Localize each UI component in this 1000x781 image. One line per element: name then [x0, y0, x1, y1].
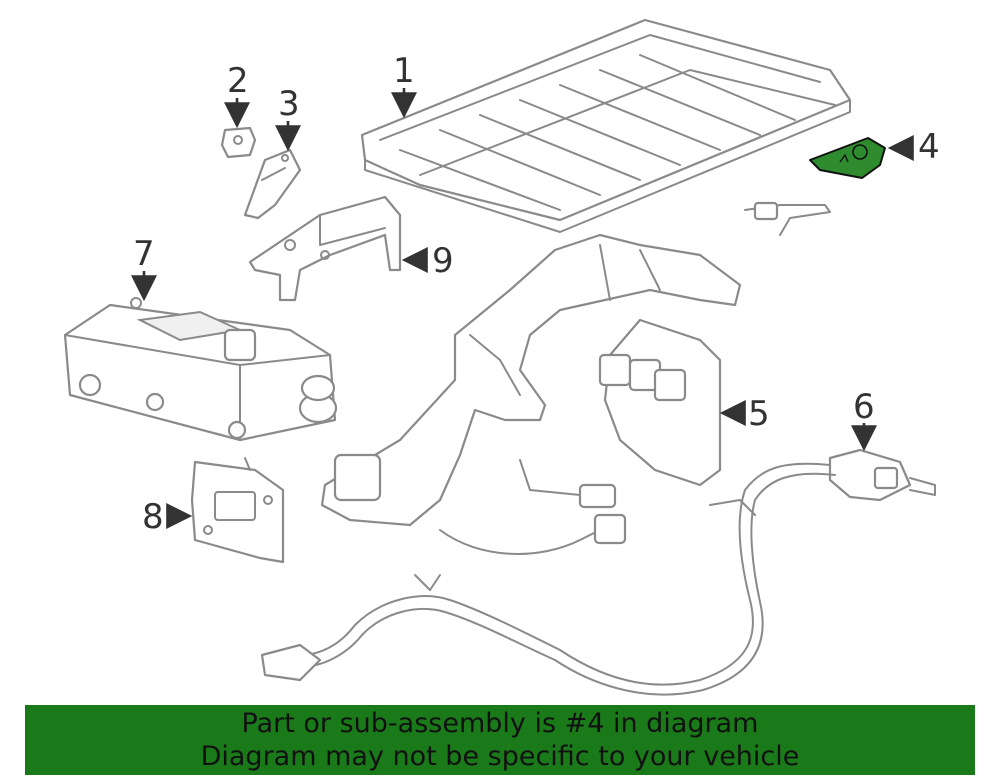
part-6-cable[interactable] [260, 448, 936, 696]
callout-7: 7 [131, 234, 157, 302]
banner-line-2: Diagram may not be specific to your vehi… [200, 741, 800, 772]
part-1-battery-tray[interactable] [360, 18, 852, 233]
callout-6: 6 [851, 387, 877, 452]
part-9-bracket[interactable] [248, 195, 402, 302]
callout-number: 7 [133, 234, 155, 274]
part-7-inverter-module[interactable] [63, 297, 338, 442]
part-8-bracket-plate[interactable] [190, 457, 285, 564]
callout-number: 4 [918, 127, 940, 167]
callout-4: 4 [887, 127, 940, 167]
part-4-highlighted[interactable] [809, 137, 886, 179]
callout-number: 9 [432, 241, 454, 281]
callout-9: 9 [401, 241, 454, 281]
callout-number: 6 [853, 387, 875, 427]
callout-3: 3 [275, 84, 301, 152]
callout-number: 3 [278, 84, 300, 124]
parts-diagram: 1 2 3 4 5 6 7 8 9 [63, 18, 940, 696]
callout-number: 2 [227, 61, 249, 101]
callout-number: 5 [748, 394, 770, 434]
callout-number: 1 [393, 51, 415, 91]
info-banner: Part or sub-assembly is #4 in diagram Di… [25, 705, 975, 775]
part-2-bracket[interactable] [220, 126, 257, 159]
part-5-wiring-harness[interactable] [320, 201, 831, 555]
part-3-bracket[interactable] [243, 148, 302, 220]
callout-5: 5 [719, 394, 770, 434]
callout-2: 2 [224, 61, 250, 129]
banner-line-1: Part or sub-assembly is #4 in diagram [241, 708, 759, 739]
callout-8: 8 [142, 497, 193, 537]
callout-number: 8 [142, 497, 164, 537]
callout-1: 1 [391, 51, 417, 119]
